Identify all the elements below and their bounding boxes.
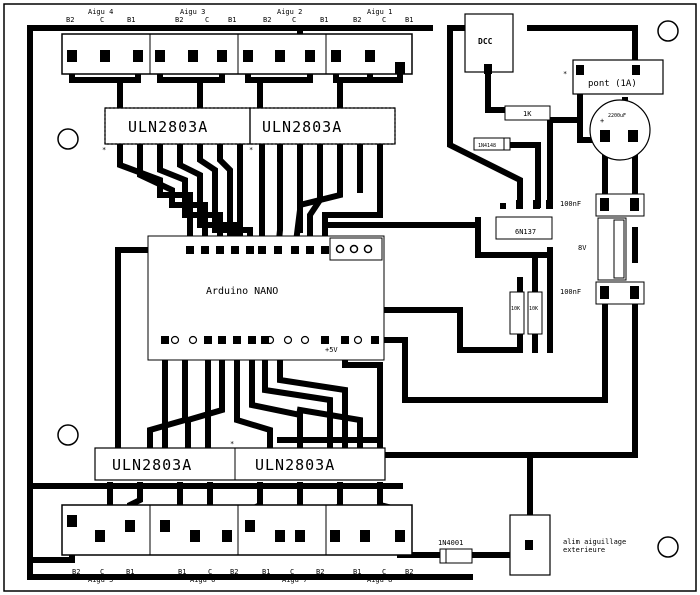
capacitor-2200-label: 2200uF [608, 113, 626, 119]
diode-1n4148-label: 1N4148 [478, 143, 496, 149]
conn-aigu2-pin1: B2 [263, 16, 271, 24]
resistor-10k-b-label: 10K [529, 306, 538, 312]
uln2803a-bottom: ULN2803A ULN2803A * [94, 440, 386, 481]
capacitor-2200uf: 2200uF + [589, 99, 651, 161]
bottom-connector-block [61, 504, 413, 556]
resistor-1k: 1K [504, 105, 551, 121]
conn-aigu2-pin2: C [292, 16, 296, 24]
conn-aigu4-pin3: B1 [127, 16, 135, 24]
uln2803a-top: ULN2803A ULN2803A * * [102, 107, 396, 154]
resistors-10k: 10K 10K [509, 291, 543, 335]
uln-bottom-marker: * [230, 440, 234, 448]
diode-1n4148: 1N4148 [473, 137, 511, 151]
conn-aigu4-label: Aigu 4 [88, 8, 113, 16]
arduino-5v-label: +5V [325, 346, 338, 354]
conn-aigu5-pin3: B1 [126, 568, 134, 576]
uln-top-1-label: ULN2803A [128, 118, 208, 136]
resistor-10k-a-label: 10K [511, 306, 520, 312]
conn-aigu6-label: Aigu 6 [190, 576, 215, 584]
diode-1n4001: 1N4001 [438, 539, 473, 564]
conn-aigu3-pin2: C [205, 16, 209, 24]
conn-aigu7-label: Aigu 7 [282, 576, 307, 584]
conn-aigu8-pin2: C [382, 568, 386, 576]
conn-aigu3-pin3: B1 [228, 16, 236, 24]
top-connector-block [61, 33, 413, 75]
uln-top-2-label: ULN2803A [262, 118, 342, 136]
conn-aigu6-pin1: B1 [178, 568, 186, 576]
bridge-marker: * [563, 70, 567, 78]
conn-aigu5-pin2: C [100, 568, 104, 576]
external-power-connector: alim aiguillage exterieure [509, 514, 626, 576]
conn-aigu5-pin1: B2 [72, 568, 80, 576]
cap-100nf-top-label: 100nF [560, 200, 581, 208]
conn-aigu2-pin3: B1 [320, 16, 328, 24]
arduino-label: Arduino NANO [206, 286, 278, 297]
cap-100nf-bottom-label: 100nF [560, 288, 581, 296]
bridge-rectifier: pont (1A) * [563, 59, 664, 95]
resistor-1k-label: 1K [523, 110, 532, 118]
optocoupler-6n137: 6N137 [495, 200, 553, 240]
alim-label-line1: alim aiguillage [563, 538, 626, 546]
uln-bottom-1-label: ULN2803A [112, 456, 192, 474]
conn-aigu6-pin3: B2 [230, 568, 238, 576]
capacitors-100nf: 100nF 100nF 8V [560, 193, 645, 305]
uln-top-2-marker: * [249, 146, 253, 154]
conn-aigu1-pin2: C [382, 16, 386, 24]
arduino-nano: Arduino NANO +5V [147, 235, 385, 361]
dcc-label: DCC [478, 37, 493, 46]
mounting-hole-bottom-right [657, 536, 679, 558]
uln-bottom-2-label: ULN2803A [255, 456, 335, 474]
bottom-connector-labels: B2 C B1 Aigu 5 B1 C B2 Aigu 6 B1 C B2 Ai… [72, 568, 413, 584]
conn-aigu2-label: Aigu 2 [277, 8, 302, 16]
optocoupler-label: 6N137 [515, 228, 536, 236]
conn-aigu8-label: Aigu 8 [367, 576, 392, 584]
conn-aigu8-pin1: B1 [353, 568, 361, 576]
conn-aigu6-pin2: C [208, 568, 212, 576]
top-connector-labels: Aigu 4 B2 C B1 Aigu 3 B2 C B1 Aigu 2 B2 … [66, 8, 413, 24]
conn-aigu1-pin1: B2 [353, 16, 361, 24]
conn-aigu4-pin1: B2 [66, 16, 74, 24]
conn-aigu4-pin2: C [100, 16, 104, 24]
uln-top-1-marker: * [102, 146, 106, 154]
conn-aigu3-label: Aigu 3 [180, 8, 205, 16]
conn-aigu7-pin2: C [290, 568, 294, 576]
dcc-connector: DCC [464, 13, 514, 74]
conn-aigu7-pin3: B2 [316, 568, 324, 576]
mounting-hole-top-right [657, 20, 679, 42]
bridge-label: pont (1A) [588, 79, 637, 89]
conn-aigu5-label: Aigu 5 [88, 576, 113, 584]
conn-aigu8-pin3: B2 [405, 568, 413, 576]
diode-1n4001-label: 1N4001 [438, 539, 463, 547]
mounting-hole-top-left [57, 128, 79, 150]
alim-label-line2: exterieure [563, 546, 605, 554]
svg-text:+: + [600, 117, 604, 125]
conn-aigu1-pin3: B1 [405, 16, 413, 24]
conn-aigu7-pin1: B1 [262, 568, 270, 576]
conn-aigu1-label: Aigu 1 [367, 8, 392, 16]
mounting-hole-bottom-left [57, 424, 79, 446]
conn-aigu3-pin1: B2 [175, 16, 183, 24]
voltage-8v-label: 8V [578, 244, 587, 252]
